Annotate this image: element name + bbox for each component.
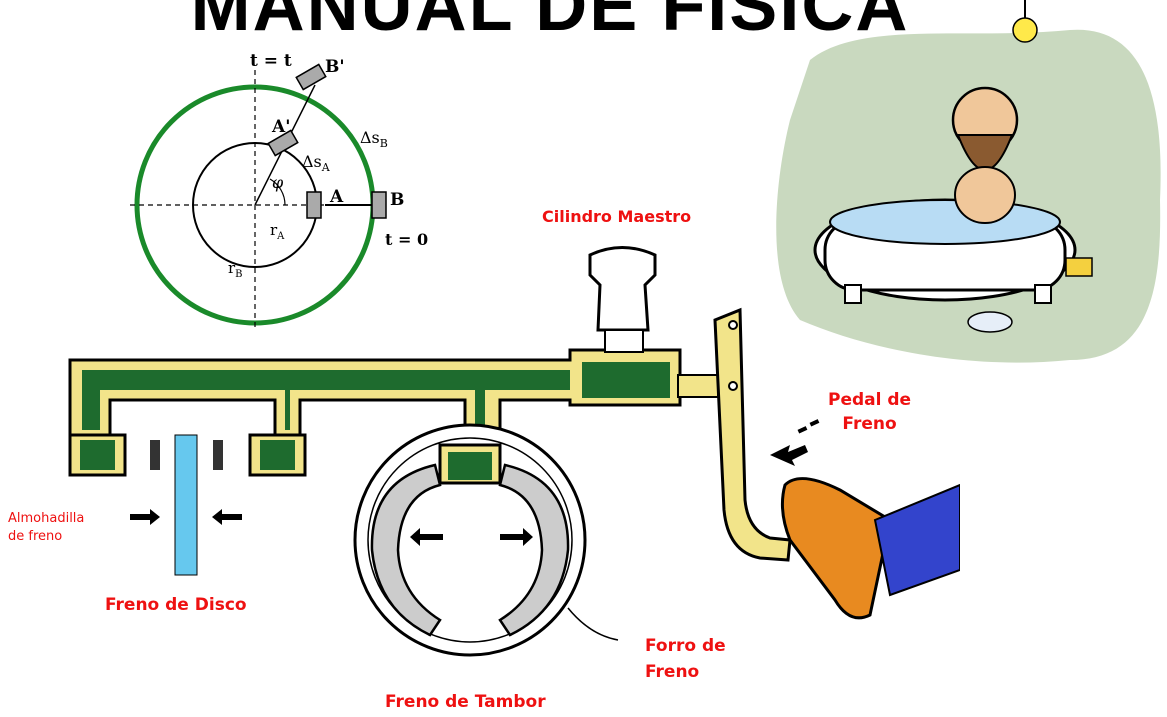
pad-arrow-left xyxy=(130,509,160,525)
driver-trouser xyxy=(873,483,960,597)
hydraulic-brake-system xyxy=(68,246,960,657)
label-b-prime: B' xyxy=(325,57,345,77)
bathtub-leg-left xyxy=(844,284,862,304)
circular-motion-diagram: t = t B' A' ΔsB ΔsA φ A B t = 0 rA rB xyxy=(130,51,428,330)
label-t-top: t = t xyxy=(250,51,292,71)
label-master-cylinder: Cilindro Maestro xyxy=(542,207,692,226)
label-ds-a: ΔsA xyxy=(302,152,331,174)
brake-shoe-left xyxy=(370,463,442,637)
lining-callout-line xyxy=(567,607,619,641)
pedal-pivot-top xyxy=(728,320,738,330)
dash-1 xyxy=(797,426,808,434)
label-brake-pedal-line1: Pedal de xyxy=(828,390,912,410)
label-brake-lining-line2: Freno xyxy=(645,662,700,682)
label-brake-lining: Forro de Freno xyxy=(645,633,726,685)
block-b-prime xyxy=(295,63,327,91)
reservoir-neck xyxy=(604,329,644,353)
pedal-pivot-mid xyxy=(728,381,738,391)
label-brake-pedal: Pedal de Freno xyxy=(828,388,911,436)
label-brake-lining-line1: Forro de xyxy=(645,636,726,656)
block-b xyxy=(371,191,387,219)
label-t-zero: t = 0 xyxy=(385,230,428,249)
angle-phi-arc xyxy=(269,178,286,206)
label-disc-brake: Freno de Disco xyxy=(105,595,247,615)
brake-disc xyxy=(174,434,198,576)
page-title: MANUAL DE FISICA xyxy=(190,0,910,46)
master-piston xyxy=(677,374,719,398)
dash-2 xyxy=(809,419,820,427)
caliper-left-fluid xyxy=(80,440,115,470)
label-drum-brake: Freno de Tambor xyxy=(385,692,546,712)
label-brake-pad-line1: Almohadilla xyxy=(8,511,85,526)
brake-shoe-right xyxy=(498,463,570,637)
label-r-b: rB xyxy=(228,259,243,280)
block-a-prime xyxy=(267,129,299,157)
soap-bar xyxy=(967,311,1013,333)
block-a xyxy=(306,191,322,219)
sponge xyxy=(1065,257,1093,277)
light-bulb-icon xyxy=(1012,17,1038,43)
bath-water xyxy=(829,199,1061,245)
fluid-channel xyxy=(82,370,570,440)
shoe-arrow-right xyxy=(500,528,533,546)
brake-pad-right xyxy=(213,440,223,470)
bathtub-leg-right xyxy=(1034,284,1052,304)
driver-shoe xyxy=(780,477,892,620)
label-b: B xyxy=(390,190,404,210)
label-phi: φ xyxy=(272,173,284,192)
archimedes-bathtub-cartoon xyxy=(776,0,1161,363)
pad-arrow-right xyxy=(212,509,242,525)
label-a-prime: A' xyxy=(271,117,290,137)
master-cylinder-fluid xyxy=(582,362,670,398)
push-arrow-icon xyxy=(770,445,808,466)
shoe-arrow-left xyxy=(410,528,443,546)
label-r-a: rA xyxy=(270,221,285,242)
label-ds-b: ΔsB xyxy=(360,128,388,150)
label-brake-pad-line2: de freno xyxy=(8,529,63,544)
label-a: A xyxy=(329,187,344,207)
archimedes-torso xyxy=(954,166,1016,224)
master-reservoir xyxy=(588,246,657,332)
brake-pedal-arm xyxy=(713,307,792,562)
wheel-cylinder-fluid xyxy=(448,452,492,480)
label-brake-pad: Almohadilla de freno xyxy=(8,510,84,546)
caliper-right-fluid xyxy=(260,440,295,470)
brake-drum-inner xyxy=(367,437,573,643)
brake-pad-left xyxy=(150,440,160,470)
label-brake-pedal-line2: Freno xyxy=(842,414,897,434)
